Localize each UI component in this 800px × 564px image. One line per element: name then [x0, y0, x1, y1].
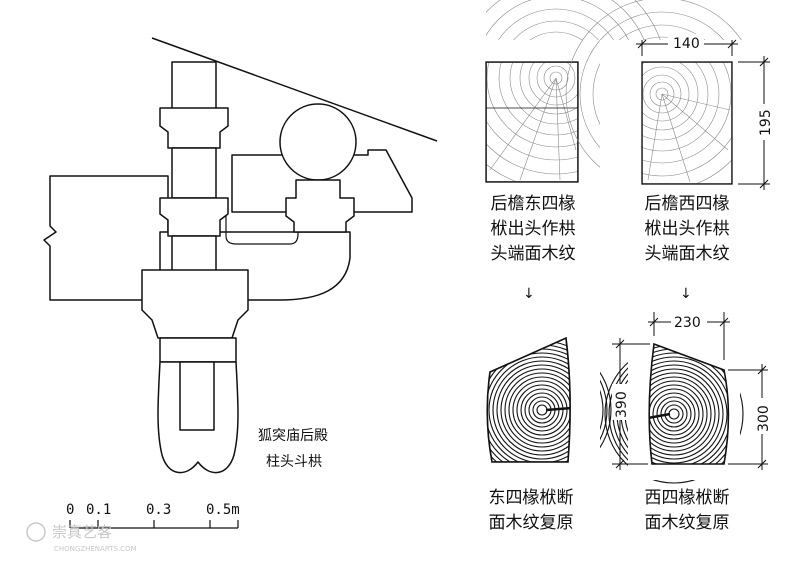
middle-dou — [159, 197, 229, 237]
column-tenon — [179, 361, 215, 431]
caption-east-restored: 东四椽栿断 面木纹复原 — [476, 486, 586, 536]
round-purlin — [279, 103, 357, 181]
caption-back-west-line-2: 栿出头作栱 — [644, 219, 730, 239]
caption-back-west-line-1: 后檐西四椽 — [644, 194, 730, 214]
right-dou-block — [285, 179, 355, 233]
panel-east-mask — [470, 320, 600, 480]
arrow-west: ↓ — [680, 286, 692, 302]
dim-300 — [728, 364, 768, 470]
caption-back-east: 后檐东四椽 栿出头作栱 头端面木纹 — [478, 192, 588, 267]
dim-300-label: 300 — [756, 405, 772, 432]
panel-back-west-mask — [600, 40, 762, 200]
dim-230-label: 230 — [674, 315, 701, 331]
middle-block — [171, 147, 217, 199]
caption-back-east-line-1: 后檐东四椽 — [490, 194, 576, 214]
dim-140-label: 140 — [673, 36, 700, 52]
bracket-title-line-1: 狐突庙后殿 — [258, 428, 328, 444]
bracket-slot — [225, 212, 299, 245]
bracket-set-drawing — [43, 37, 438, 474]
caption-east-restored-line-1: 东四椽栿断 — [488, 488, 574, 508]
roof-slope-line — [151, 37, 438, 142]
bracket-title-line-2: 柱头斗栱 — [266, 454, 322, 470]
watermark-main: 崇真艺客 — [52, 523, 112, 541]
scale-label-0-3: 0.3 — [146, 502, 171, 518]
caption-back-east-line-2: 栿出头作栱 — [490, 219, 576, 239]
watermark-sub: CHONGZHENARTS.COM — [54, 545, 137, 553]
caption-back-east-line-3: 头端面木纹 — [490, 244, 576, 264]
caption-west-restored-line-1: 西四椽栿断 — [644, 488, 730, 508]
dim-195-label: 195 — [758, 109, 774, 136]
caption-east-restored-line-2: 面木纹复原 — [488, 513, 574, 533]
column-abacus — [159, 337, 237, 363]
scale-label-0: 0 — [66, 502, 74, 518]
arrow-east: ↓ — [523, 286, 535, 302]
caption-back-west: 后檐西四椽 栿出头作栱 头端面木纹 — [632, 192, 742, 267]
upper-dou — [159, 107, 229, 149]
scale-label-0-5m: 0.5m — [206, 502, 240, 518]
cap-dou — [141, 269, 249, 339]
lower-stem — [171, 235, 217, 273]
watermark: 崇真艺客 CHONGZHENARTS.COM — [26, 522, 137, 553]
panel-west-mask — [628, 320, 740, 480]
dim-390-label: 390 — [614, 391, 630, 418]
caption-west-restored-line-2: 面木纹复原 — [644, 513, 730, 533]
scale-label-0-1: 0.1 — [86, 502, 111, 518]
caption-back-west-line-3: 头端面木纹 — [644, 244, 730, 264]
caption-west-restored: 西四椽栿断 面木纹复原 — [632, 486, 742, 536]
scale-bar — [69, 520, 239, 529]
